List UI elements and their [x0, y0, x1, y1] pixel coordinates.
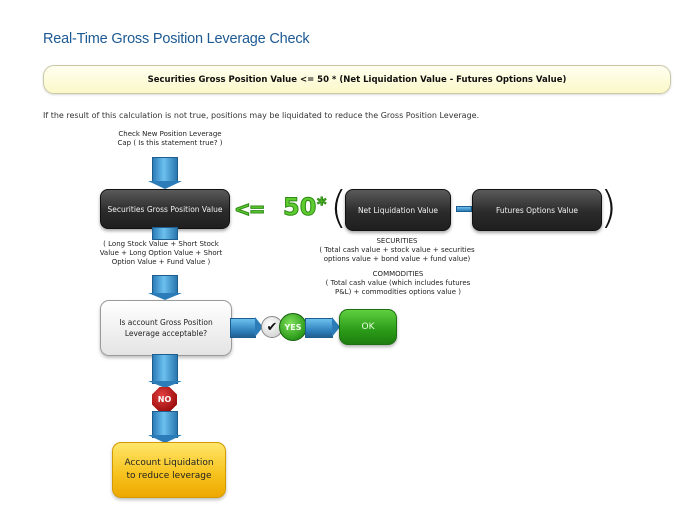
arrow-down-1 — [152, 157, 178, 183]
arrow-head-right-2 — [332, 317, 340, 337]
start-label: Check New Position Leverage Cap ( Is thi… — [105, 130, 235, 148]
securities-breakdown: ( Long Stock Value + Short Stock Value +… — [99, 240, 223, 266]
yes-badge: YES — [279, 313, 307, 341]
formula-text: Securities Gross Position Value <= 50 * … — [147, 74, 567, 85]
arrow-right-2 — [305, 318, 333, 338]
arrow-head-right-1 — [255, 317, 263, 337]
arrow-down-2 — [152, 275, 178, 295]
futures-options-box: Futures Options Value — [472, 189, 602, 231]
multiplier-value: 50 — [282, 193, 317, 222]
commodities-desc: ( Total cash value (which includes futur… — [325, 279, 471, 296]
less-equal-operator: <= — [234, 197, 266, 222]
arrow-head-4 — [148, 435, 182, 443]
open-paren: ( — [330, 182, 348, 233]
minus-sign — [456, 206, 472, 212]
multiply-sign: * — [316, 194, 327, 216]
account-liquidation-box: Account Liquidation to reduce leverage — [112, 442, 226, 498]
liquidation-note: If the result of this calculation is not… — [43, 111, 480, 120]
ok-box: OK — [339, 309, 397, 345]
decision-box: Is account Gross Position Leverage accep… — [100, 300, 232, 356]
securities-box-label: Securities Gross Position Value — [107, 204, 223, 214]
page-title: Real-Time Gross Position Leverage Check — [43, 31, 310, 47]
commodities-heading: COMMODITIES — [372, 270, 424, 278]
close-paren: ) — [600, 182, 618, 233]
start-label-line1: Check New Position Leverage — [118, 130, 222, 138]
arrow-head-3 — [148, 381, 182, 388]
start-label-line2: Cap ( Is this statement true? ) — [117, 139, 223, 147]
arrow-head-1 — [148, 181, 182, 189]
arrow-down-3 — [152, 354, 178, 384]
securities-definition: SECURITIES ( Total cash value + stock va… — [313, 237, 481, 264]
liquidation-label: Account Liquidation to reduce leverage — [124, 458, 214, 481]
formula-banner: Securities Gross Position Value <= 50 * … — [43, 65, 671, 94]
connector-stub — [152, 227, 178, 240]
securities-gross-position-box: Securities Gross Position Value — [100, 189, 230, 229]
commodities-definition: COMMODITIES ( Total cash value (which in… — [318, 270, 478, 297]
arrow-head-2 — [148, 293, 182, 300]
securities-heading: SECURITIES — [376, 237, 418, 245]
decision-label: Is account Gross Position Leverage accep… — [119, 318, 213, 338]
net-liquidation-box: Net Liquidation Value — [345, 189, 451, 231]
net-liquidation-label: Net Liquidation Value — [357, 205, 439, 215]
futures-options-label: Futures Options Value — [495, 205, 579, 215]
no-badge: NO — [152, 387, 177, 412]
securities-desc: ( Total cash value + stock value + secur… — [319, 246, 475, 263]
arrow-right-1 — [230, 318, 256, 338]
arrow-down-4 — [152, 411, 178, 438]
